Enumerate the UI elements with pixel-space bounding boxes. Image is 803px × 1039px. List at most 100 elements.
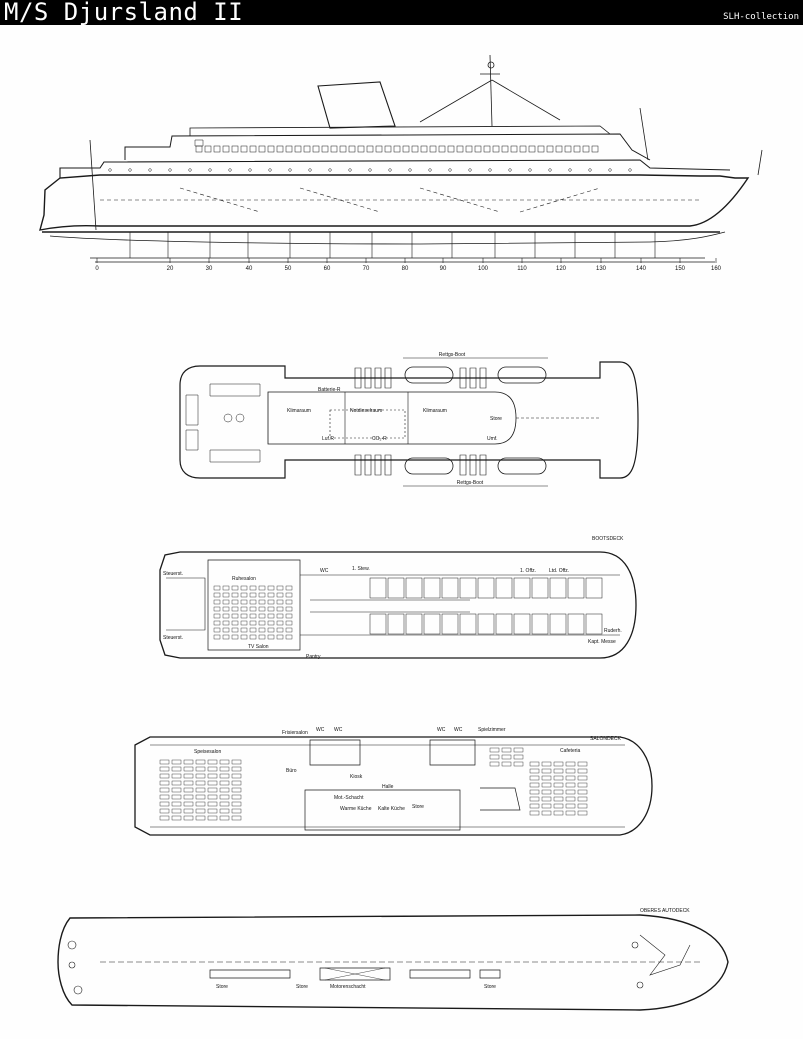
seat: [513, 754, 524, 760]
stern-mast: [89, 139, 97, 231]
window: [276, 145, 284, 153]
frame-number-label: 60: [324, 266, 331, 272]
seat: [249, 634, 257, 640]
seat: [529, 782, 540, 788]
seat: [240, 627, 248, 633]
seat: [553, 775, 564, 781]
autodeck-outline: [57, 914, 729, 1011]
seat: [285, 585, 293, 591]
window: [339, 145, 347, 153]
seat: [231, 815, 242, 821]
seat: [222, 606, 230, 612]
cabin: [441, 613, 459, 635]
seat: [183, 794, 194, 800]
window: [348, 145, 356, 153]
hull-bottom: [49, 231, 726, 245]
seat: [285, 627, 293, 633]
seat: [553, 782, 564, 788]
frame-number-label: 130: [596, 266, 607, 272]
seat: [159, 787, 170, 793]
seat: [489, 754, 500, 760]
window: [528, 145, 536, 153]
seat: [159, 766, 170, 772]
seat: [159, 808, 170, 814]
seat: [219, 766, 230, 772]
seat: [219, 815, 230, 821]
seat: [565, 803, 576, 809]
tv-salon-label: TV Salon: [248, 644, 269, 650]
seat: [267, 620, 275, 626]
seat: [195, 773, 206, 779]
salondeck-header: SALONDECK: [590, 736, 622, 742]
battery-room-label: Batterie-R: [318, 387, 341, 393]
ruderhaus-label: Ruderh.: [604, 628, 622, 634]
window: [195, 145, 203, 153]
seat: [249, 599, 257, 605]
porthole: [108, 168, 112, 172]
seat: [222, 627, 230, 633]
seat: [231, 808, 242, 814]
autodeck-store-right-label: Store: [484, 984, 496, 990]
seat: [541, 782, 552, 788]
cabin: [423, 577, 441, 599]
seat: [219, 801, 230, 807]
seat: [171, 787, 182, 793]
bootsdeck-header: BOOTSDECK: [592, 536, 624, 542]
seat: [159, 780, 170, 786]
frame-number-label: 30: [206, 266, 213, 272]
seat: [183, 808, 194, 814]
seat: [240, 585, 248, 591]
seat: [171, 815, 182, 821]
porthole: [528, 168, 532, 172]
window-rows: [108, 139, 632, 172]
buro-label: Büro: [286, 768, 297, 774]
cafeteria-counter: [480, 787, 521, 811]
cabin: [585, 613, 603, 635]
seat: [276, 606, 284, 612]
bow-mast: [639, 107, 763, 176]
seat: [249, 592, 257, 598]
seat: [285, 599, 293, 605]
salondeck-outline: [134, 736, 653, 836]
salondeck-store-label: Store: [412, 804, 424, 810]
seat: [171, 801, 182, 807]
seat: [231, 606, 239, 612]
seat: [222, 585, 230, 591]
galley-block: [304, 789, 461, 831]
seat: [565, 775, 576, 781]
seat: [207, 780, 218, 786]
seat: [207, 787, 218, 793]
porthole: [568, 168, 572, 172]
seat: [276, 620, 284, 626]
seat: [240, 599, 248, 605]
klimaraum-left-label: Klimaraum: [287, 408, 311, 414]
seat: [159, 815, 170, 821]
seat: [231, 794, 242, 800]
cabin: [369, 577, 387, 599]
porthole: [268, 168, 272, 172]
seat: [258, 634, 266, 640]
frame-number-label: 20: [167, 266, 174, 272]
pantry-label: Pantry: [306, 654, 321, 660]
steward-label: 1. Stew.: [352, 566, 370, 572]
seat: [276, 585, 284, 591]
seat: [207, 808, 218, 814]
halle-label: Halle: [382, 784, 394, 790]
cabin: [477, 613, 495, 635]
seat: [213, 599, 221, 605]
seat: [159, 773, 170, 779]
seat: [285, 634, 293, 640]
seat: [529, 803, 540, 809]
window: [285, 145, 293, 153]
seat: [159, 801, 170, 807]
autodeck-store-left-label: Store: [216, 984, 228, 990]
frame-number-label: 120: [556, 266, 567, 272]
bootsdeck-plan: BOOTSDECK Steuerst. Steuerst. Ruhesalon …: [159, 536, 637, 660]
seat: [577, 768, 588, 774]
aft-seating: [185, 383, 261, 463]
window: [258, 145, 266, 153]
porthole: [328, 168, 332, 172]
seat: [222, 634, 230, 640]
frame-number-label: 150: [675, 266, 686, 272]
window: [366, 145, 374, 153]
